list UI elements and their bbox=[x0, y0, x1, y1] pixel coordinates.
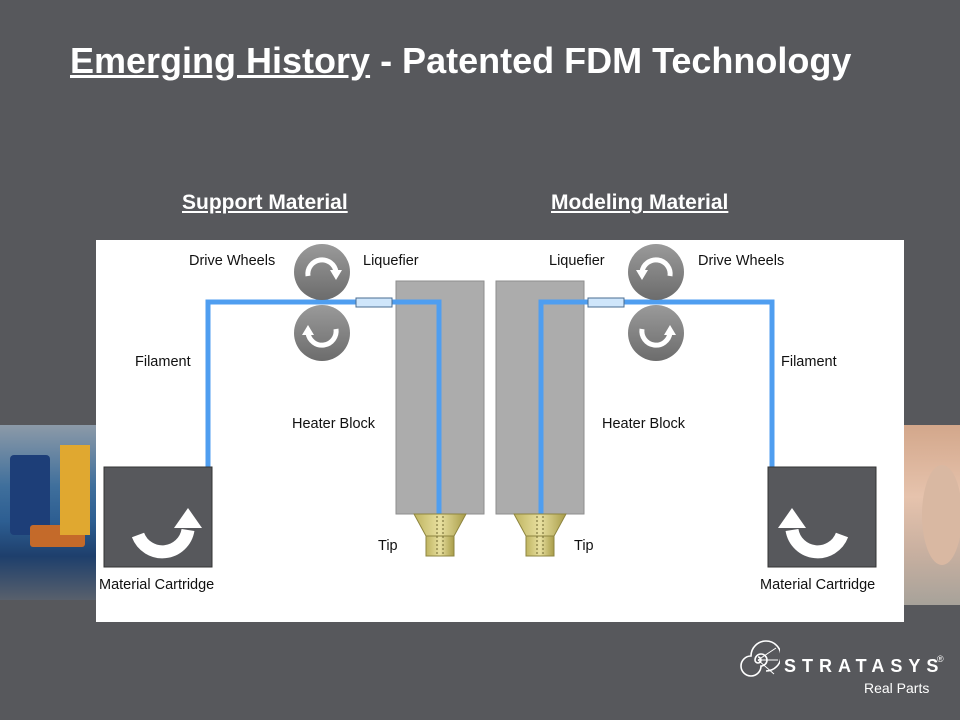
title-fdm-technology: - Patented FDM Technology bbox=[370, 40, 852, 81]
right-filament-label: Filament bbox=[781, 354, 837, 370]
left-liquefier-label: Liquefier bbox=[363, 253, 419, 269]
logo-tagline: Real Parts bbox=[864, 680, 930, 696]
right-filament bbox=[538, 299, 775, 514]
left-filament bbox=[205, 299, 442, 514]
left-liquefier-tube bbox=[355, 297, 393, 308]
right-material-cartridge bbox=[767, 466, 877, 568]
support-material-heading: Support Material bbox=[182, 191, 348, 214]
nautilus-icon bbox=[740, 640, 780, 677]
left-tip bbox=[413, 513, 467, 557]
left-tip-label: Tip bbox=[378, 538, 398, 554]
left-material-cartridge bbox=[103, 466, 213, 568]
logo-registered-mark: ® bbox=[937, 654, 944, 664]
fdm-diagram: Drive Wheels Liquefier Filament Heater B… bbox=[96, 240, 904, 622]
left-heater-block-label: Heater Block bbox=[292, 416, 376, 432]
right-material-cartridge-label: Material Cartridge bbox=[760, 577, 876, 593]
right-tip-label: Tip bbox=[574, 538, 594, 554]
logo-brand-text: STRATASYS bbox=[784, 656, 945, 676]
right-photo-strip bbox=[904, 425, 960, 605]
right-liquefier-label: Liquefier bbox=[549, 253, 605, 269]
right-drive-wheels bbox=[628, 244, 684, 361]
left-filament-label: Filament bbox=[135, 354, 191, 370]
left-drive-wheels bbox=[294, 244, 350, 361]
right-tip bbox=[513, 513, 567, 557]
slide-title: Emerging History - Patented FDM Technolo… bbox=[70, 40, 851, 82]
fdm-diagram-graphic bbox=[103, 244, 877, 568]
right-heater-block-label: Heater Block bbox=[602, 416, 686, 432]
right-liquefier-tube bbox=[587, 297, 625, 308]
modeling-material-heading: Modeling Material bbox=[551, 191, 729, 214]
right-drive-wheels-label: Drive Wheels bbox=[698, 253, 785, 269]
title-emerging-history: Emerging History bbox=[70, 40, 371, 81]
left-photo-strip bbox=[0, 425, 96, 600]
left-drive-wheels-label: Drive Wheels bbox=[189, 253, 276, 269]
stratasys-logo: STRATASYS ® Real Parts bbox=[736, 636, 946, 696]
left-material-cartridge-label: Material Cartridge bbox=[99, 577, 215, 593]
